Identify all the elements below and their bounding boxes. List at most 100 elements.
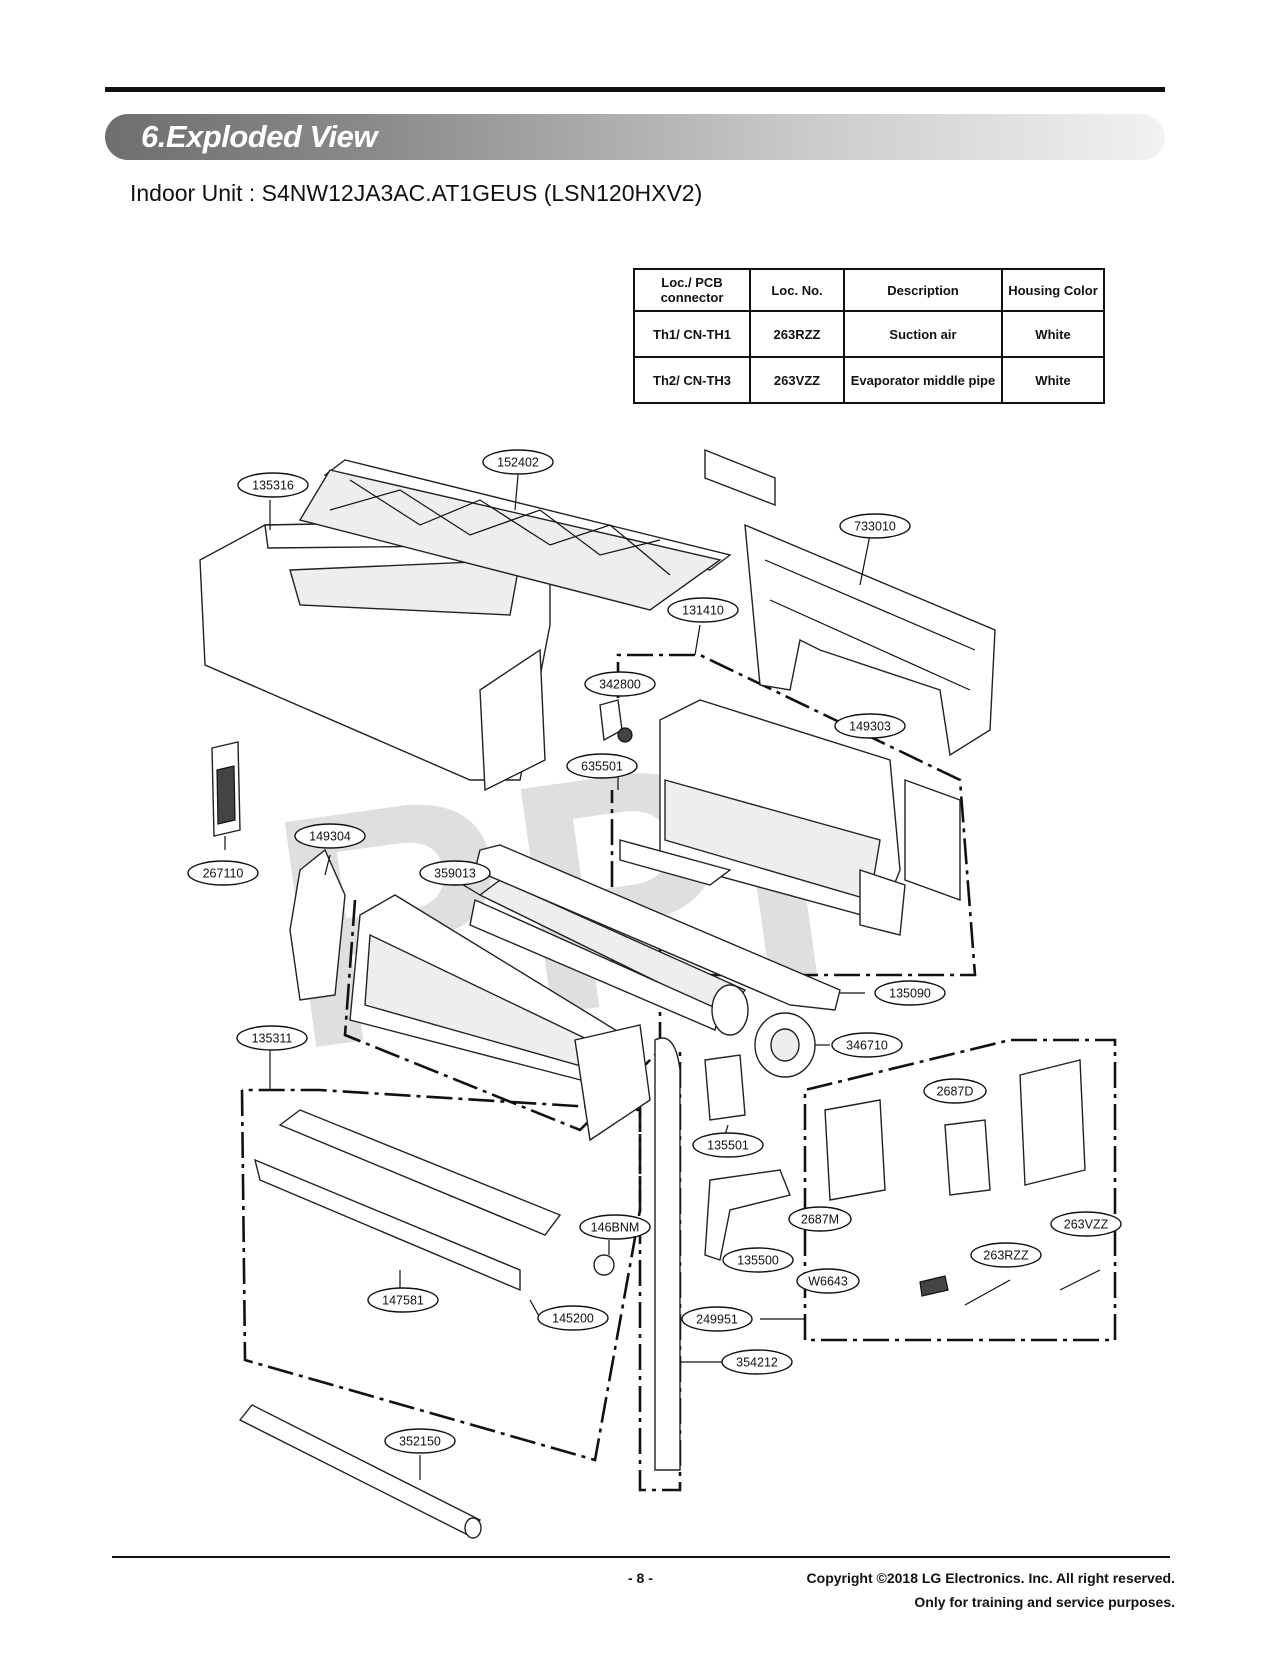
callout-ellipse <box>834 713 906 739</box>
part-callout-352150: 352150 <box>384 1428 456 1454</box>
cell-color: White <box>1001 310 1105 358</box>
callout-ellipse <box>236 1025 308 1051</box>
part-number-label: 2687D <box>937 1085 974 1099</box>
label-sticker-part <box>704 448 776 507</box>
header-description: Description <box>843 268 1003 312</box>
part-number-label: 135311 <box>252 1032 293 1046</box>
part-number-label: 2687M <box>801 1213 839 1227</box>
vane-part <box>253 1158 521 1292</box>
page-number: - 8 - <box>628 1570 653 1586</box>
cell-loc-no: 263RZZ <box>749 310 845 358</box>
part-number-label: 359013 <box>434 867 476 881</box>
part-number-label: 147581 <box>382 1294 424 1308</box>
callout-ellipse <box>722 1247 794 1273</box>
part-callout-w6643: W6643 <box>796 1268 860 1294</box>
header-loc: Loc./ PCB connector <box>633 268 751 312</box>
callout-ellipse <box>584 671 656 697</box>
callout-ellipse <box>482 449 554 475</box>
housing-part <box>619 699 961 936</box>
callout-ellipse <box>970 1242 1042 1268</box>
part-number-label: 135501 <box>707 1139 749 1153</box>
part-number-label: 149303 <box>849 720 891 734</box>
fan-motor-part <box>754 1012 816 1078</box>
section-title: 6.Exploded View <box>141 119 377 154</box>
dash-frame-131410 <box>610 653 977 977</box>
cell-loc-no: 263VZZ <box>749 356 845 404</box>
part-number-label: 733010 <box>854 520 896 534</box>
callout-ellipse <box>384 1428 456 1454</box>
part-callout-267110: 267110 <box>187 860 259 886</box>
bottom-rule <box>112 1556 1170 1558</box>
control-box-part <box>1019 1059 1086 1186</box>
part-number-label: 152402 <box>497 456 539 470</box>
pipe-cover-part <box>704 1169 791 1261</box>
cell-loc: Th2/ CN-TH3 <box>633 356 751 404</box>
cell-description: Evaporator middle pipe <box>843 356 1003 404</box>
callout-ellipse <box>874 980 946 1006</box>
sensor-table-header: Loc./ PCB connector Loc. No. Description… <box>633 268 1105 312</box>
top-rule <box>105 87 1165 92</box>
copyright-text: Copyright ©2018 LG Electronics. Inc. All… <box>806 1570 1175 1586</box>
display-pcb-part <box>944 1119 991 1196</box>
part-number-label: 267110 <box>203 867 244 881</box>
part-callout-342800: 342800 <box>584 671 656 697</box>
dash-frame-249951 <box>803 1038 1117 1342</box>
step-motor-part <box>593 1254 615 1276</box>
side-bracket-part <box>289 848 346 1001</box>
part-callout-135501: 135501 <box>692 1132 764 1158</box>
thermistor-wire-part <box>964 1279 1011 1306</box>
callout-ellipse <box>681 1306 753 1332</box>
part-number-label: 354212 <box>736 1356 778 1370</box>
callout-ellipse <box>831 1032 903 1058</box>
callout-ellipse <box>294 823 366 849</box>
part-callout-135090: 135090 <box>874 980 946 1006</box>
mounting-plate-part <box>744 523 996 757</box>
part-number-label: 135090 <box>889 987 931 1001</box>
callout-ellipse <box>839 513 911 539</box>
model-subtitle: Indoor Unit : S4NW12JA3AC.AT1GEUS (LSN12… <box>130 180 703 206</box>
part-callout-149304: 149304 <box>294 823 366 849</box>
part-callout-2687d: 2687D <box>923 1078 987 1104</box>
part-number-label: 135500 <box>737 1254 779 1268</box>
part-number-label: 263RZZ <box>983 1249 1029 1263</box>
part-number-label: 263VZZ <box>1064 1218 1109 1232</box>
part-number-label: 145200 <box>552 1312 594 1326</box>
part-number-label: 135316 <box>252 479 294 493</box>
callout-ellipse <box>367 1287 439 1313</box>
cell-loc: Th1/ CN-TH1 <box>633 310 751 358</box>
part-number-label: 131410 <box>682 604 724 618</box>
filter-grille-part <box>298 459 732 611</box>
part-callout-359013: 359013 <box>419 860 491 886</box>
part-callout-152402: 152402 <box>482 449 554 475</box>
part-callout-354212: 354212 <box>721 1349 793 1375</box>
table-row: Th1/ CN-TH1 263RZZ Suction air White <box>633 310 1105 358</box>
callout-ellipse <box>796 1268 860 1294</box>
insulation-pipe-part <box>238 1404 482 1539</box>
part-callout-131410: 131410 <box>667 597 739 623</box>
table-row: Th2/ CN-TH3 263VZZ Evaporator middle pip… <box>633 356 1105 404</box>
thermistor-wire-part <box>1059 1269 1101 1291</box>
leader-line <box>324 854 331 876</box>
part-number-label: 249951 <box>696 1313 738 1327</box>
header-loc-no: Loc. No. <box>749 268 845 312</box>
part-callout-635501: 635501 <box>566 753 638 779</box>
callout-ellipse <box>788 1206 852 1232</box>
part-callout-145200: 145200 <box>537 1305 609 1331</box>
callout-ellipse <box>187 860 259 886</box>
leader-line <box>694 624 701 656</box>
discharge-assembly-part <box>278 1109 562 1236</box>
part-callout-346710: 346710 <box>831 1032 903 1058</box>
part-label-layer: 152402 135316 733010 131410 342800 149303 6355… <box>187 449 1122 1454</box>
part-number-label: 342800 <box>599 678 641 692</box>
evaporator-part <box>349 894 651 1142</box>
remote-control-part <box>211 741 241 837</box>
callout-ellipse <box>237 472 309 498</box>
usage-notice: Only for training and service purposes. <box>914 1594 1175 1610</box>
part-callout-2687m: 2687M <box>788 1206 852 1232</box>
callout-ellipse <box>537 1305 609 1331</box>
drain-hose-part <box>654 1037 681 1471</box>
main-pcb-part <box>824 1099 886 1201</box>
callout-ellipse <box>579 1214 651 1240</box>
callout-ellipse <box>692 1132 764 1158</box>
